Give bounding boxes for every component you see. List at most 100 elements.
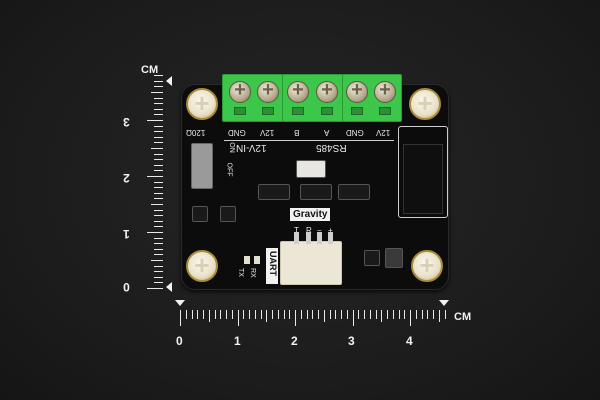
ruler-tick [346, 310, 348, 319]
ruler-tick [358, 310, 360, 319]
label-rs485: RS485 [316, 142, 347, 153]
vertical-ruler-label-0: 0 [123, 280, 130, 294]
connector-pin [306, 232, 311, 244]
ruler-tick [154, 108, 163, 110]
uart-label-box: UART [266, 248, 278, 284]
transistor-2 [220, 206, 236, 222]
label-gnd-2: GND [346, 128, 364, 137]
ruler-tick [323, 310, 325, 322]
ruler-tick [154, 198, 163, 200]
terminal-screw [287, 79, 309, 103]
terminal-wire-slot [379, 107, 391, 115]
ruler-tick [295, 310, 296, 326]
mount-screw-top-left [186, 88, 218, 120]
ruler-tick [208, 310, 210, 322]
ruler-tick [438, 310, 440, 322]
ruler-tick [147, 232, 163, 233]
horizontal-ruler-label-1: 1 [234, 334, 241, 348]
label-120-ohm: 120Ω [186, 128, 206, 137]
terminal-screw [257, 79, 279, 103]
ruler-tick [154, 209, 163, 211]
ruler-tick [154, 131, 163, 133]
ruler-tick [147, 288, 163, 289]
ruler-tick [237, 310, 239, 326]
pin-label-plus: + [328, 226, 333, 235]
ruler-tick [254, 310, 256, 319]
ruler-tick [203, 310, 204, 319]
ruler-tick [151, 92, 163, 93]
ruler-tick [154, 276, 163, 278]
terminal-wire-slot [351, 107, 363, 115]
transistor-1 [192, 206, 208, 222]
ruler-tick [154, 243, 163, 245]
ruler-tick [154, 254, 163, 256]
tvs-diode-3 [338, 184, 370, 200]
ruler-tick [154, 187, 163, 189]
terminal-wire-slot [234, 107, 246, 115]
ruler-tick [427, 310, 429, 319]
ruler-tick [154, 114, 163, 116]
ruler-tick [312, 310, 314, 319]
ruler-tick [415, 310, 417, 319]
ruler-tick [154, 181, 163, 183]
ruler-tick [154, 192, 163, 194]
ruler-tick [154, 103, 163, 105]
ruler-tick [154, 153, 163, 155]
ruler-tick [266, 310, 268, 322]
silk-outline-right [398, 126, 448, 218]
connector-pin [328, 232, 333, 244]
vertical-ruler-label-2: 2 [123, 171, 130, 185]
uart-connector[interactable] [280, 232, 342, 285]
ruler-tick [375, 310, 377, 319]
ruler-tick [154, 282, 163, 284]
vertical-ruler-unit: CM [141, 64, 159, 76]
terminal-wire-slot [292, 107, 304, 115]
terminal-screw [346, 79, 368, 103]
ruler-tick [392, 310, 394, 319]
tx-led [244, 256, 250, 264]
ruler-tick [387, 310, 388, 319]
ruler-tick [151, 148, 163, 149]
ruler-tick [154, 159, 163, 161]
tvs-diode-1 [258, 184, 290, 200]
ruler-tick [226, 310, 227, 319]
ruler-tick [410, 310, 411, 326]
ruler-tick [154, 220, 163, 222]
ruler-tick [154, 215, 163, 217]
terminal-screw [316, 79, 338, 103]
ruler-tick [185, 310, 187, 319]
ruler-tick [277, 310, 279, 319]
ruler-tick [433, 310, 434, 319]
label-rx: RX [249, 268, 256, 278]
horizontal-ruler-label-0: 0 [176, 334, 183, 348]
horizontal-ruler-label-3: 3 [348, 334, 355, 348]
vertical-ruler-bottom-marker [166, 282, 172, 292]
rx-led [254, 256, 260, 264]
connector-pin [294, 232, 299, 244]
large-diode-component [403, 144, 443, 214]
ruler-tick [306, 310, 308, 319]
label-a: A [324, 128, 330, 137]
ruler-tick [231, 310, 233, 319]
ruler-tick [154, 265, 163, 267]
terminal-block-rs485-ab [282, 74, 344, 122]
termination-resistor-switch[interactable] [191, 143, 213, 189]
label-tx: TX [237, 268, 244, 277]
ruler-tick [444, 310, 446, 319]
ruler-tick [154, 170, 163, 172]
ruler-tick [421, 310, 423, 319]
inductor [385, 248, 403, 268]
ruler-tick [154, 125, 163, 127]
terminal-block-12v-in [222, 74, 284, 122]
ruler-tick [154, 271, 163, 273]
horizontal-ruler-label-2: 2 [291, 334, 298, 348]
horizontal-ruler-left-marker [175, 300, 185, 306]
ruler-tick [154, 86, 163, 88]
ruler-tick [243, 310, 245, 319]
terminal-screw [374, 79, 396, 103]
ruler-tick [289, 310, 291, 319]
mount-screw-bottom-right [411, 250, 443, 282]
gravity-brand-label: Gravity [290, 208, 331, 221]
ruler-tick [369, 310, 371, 319]
ruler-tick [197, 310, 199, 319]
